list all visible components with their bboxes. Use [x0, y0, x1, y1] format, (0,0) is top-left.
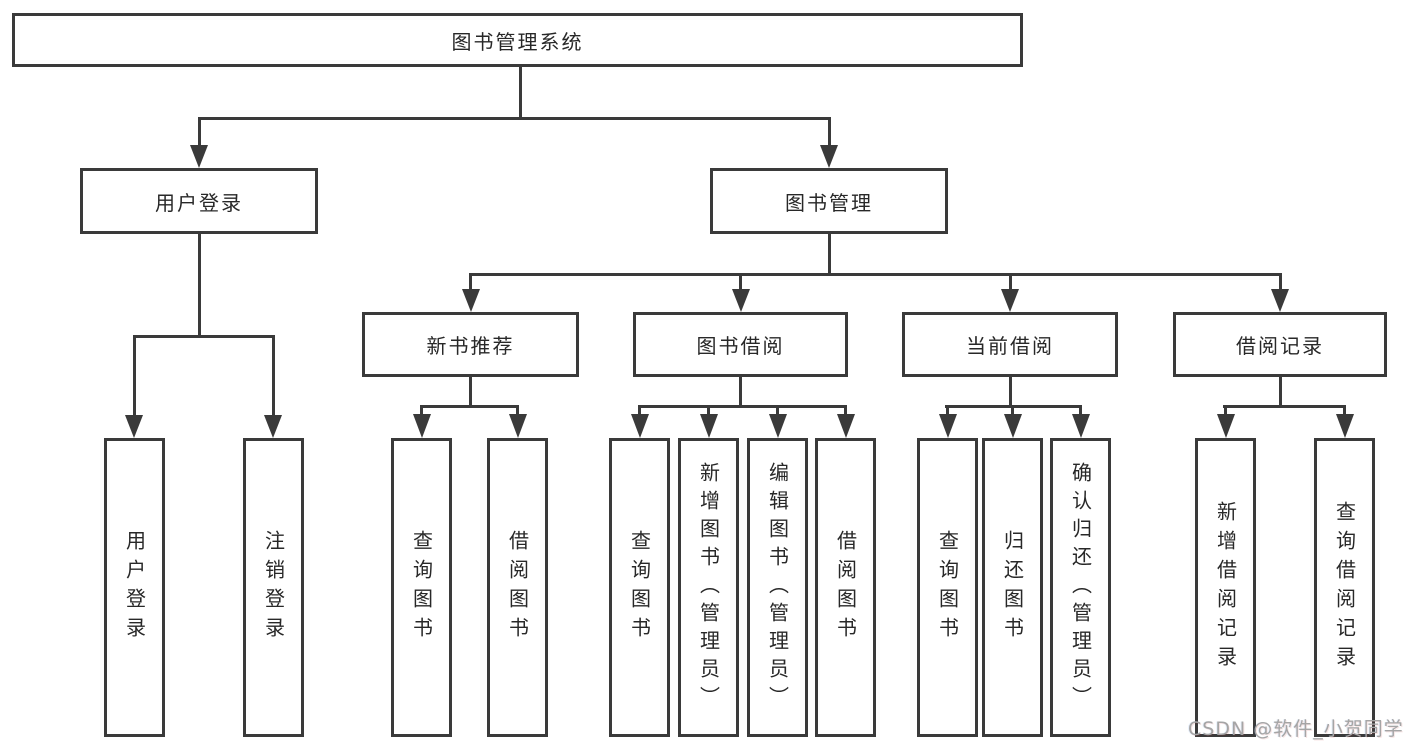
leaf-label: 注销登录 — [261, 529, 286, 646]
connector-book-borrow-down — [739, 377, 742, 406]
connector-leaf-stem — [1079, 405, 1082, 415]
connector-module-stem — [739, 273, 742, 291]
leaf-label: 借阅图书 — [833, 529, 858, 646]
connector-leaf-stem — [1224, 405, 1227, 415]
node-user-login: 用户登录 — [80, 168, 318, 234]
connector-leaf-stem — [516, 405, 519, 415]
connector-user-login-stem — [198, 117, 201, 149]
connector-root-bar — [198, 117, 831, 120]
watermark: CSDN @软件_小贺同学 — [1188, 718, 1404, 740]
node-book-management-label: 图书管理 — [785, 190, 873, 215]
arrowhead — [462, 289, 480, 312]
arrowhead — [413, 414, 431, 438]
connector-leaf-stem — [946, 405, 949, 415]
arrowhead — [1004, 414, 1022, 438]
connector-user-login-down — [198, 234, 201, 335]
arrowhead — [1336, 414, 1354, 438]
connector-leaf-stem — [420, 405, 423, 415]
node-book-borrow: 图书借阅 — [633, 312, 848, 377]
arrowhead — [125, 415, 143, 438]
arrowhead — [732, 289, 750, 312]
node-borrow-records-label: 借阅记录 — [1236, 334, 1324, 358]
leaf-label: 归还图书 — [1000, 529, 1025, 646]
leaf-current-query-book: 查询图书 — [917, 438, 978, 737]
connector-user-login-bar — [133, 335, 275, 338]
leaf-label: 用户登录 — [122, 529, 147, 646]
connector-current-borrow-down — [1009, 377, 1012, 406]
leaf-label: 查询借阅记录 — [1332, 500, 1357, 675]
node-new-book-recommend-label: 新书推荐 — [426, 334, 515, 358]
leaf-label: 新增图书（管理员） — [696, 461, 721, 714]
arrowhead — [837, 414, 855, 438]
connector-module-stem — [1009, 273, 1012, 291]
connector-borrow-records-down — [1279, 377, 1282, 406]
node-new-book-recommend: 新书推荐 — [362, 312, 579, 377]
node-borrow-records: 借阅记录 — [1173, 312, 1387, 377]
connector-module-stem — [1279, 273, 1282, 291]
leaf-label: 编辑图书（管理员） — [765, 461, 790, 714]
arrowhead — [1072, 414, 1090, 438]
connector-leaf-stem — [272, 335, 275, 419]
connector-leaf-stem — [1343, 405, 1346, 415]
arrowhead — [769, 414, 787, 438]
connector-root-stem — [519, 65, 522, 117]
connector-leaf-stem — [638, 405, 641, 415]
leaf-label: 借阅图书 — [505, 529, 530, 646]
connector-leaf-stem — [844, 405, 847, 415]
connector-leaf-stem — [1011, 405, 1014, 415]
leaf-label: 查询图书 — [409, 529, 434, 646]
leaf-recommend-query-book: 查询图书 — [391, 438, 452, 737]
leaf-edit-book-admin: 编辑图书（管理员） — [747, 438, 808, 737]
leaf-confirm-return-admin: 确认归还（管理员） — [1050, 438, 1111, 737]
node-root-label: 图书管理系统 — [451, 29, 584, 54]
leaf-label: 新增借阅记录 — [1213, 500, 1238, 675]
leaf-recommend-borrow-book: 借阅图书 — [487, 438, 548, 737]
connector-leaf-stem — [707, 405, 710, 415]
leaf-user-login: 用户登录 — [104, 438, 165, 737]
arrowhead — [700, 414, 718, 438]
arrowhead — [1217, 414, 1235, 438]
leaf-borrow-query-book: 查询图书 — [609, 438, 670, 737]
arrowhead — [509, 414, 527, 438]
leaf-query-borrow-record: 查询借阅记录 — [1314, 438, 1375, 737]
leaf-logout: 注销登录 — [243, 438, 304, 737]
arrowhead — [631, 414, 649, 438]
leaf-label: 确认归还（管理员） — [1068, 461, 1093, 714]
leaf-borrow-book: 借阅图书 — [815, 438, 876, 737]
arrowhead — [264, 415, 282, 438]
node-current-borrow-label: 当前借阅 — [966, 334, 1054, 358]
node-root: 图书管理系统 — [12, 13, 1023, 67]
leaf-label: 查询图书 — [935, 529, 960, 646]
connector-book-management-bar — [469, 273, 1281, 276]
arrowhead — [939, 414, 957, 438]
node-user-login-label: 用户登录 — [155, 190, 243, 215]
leaf-return-book: 归还图书 — [982, 438, 1043, 737]
leaf-label: 查询图书 — [627, 529, 652, 646]
connector-recommend-bar — [420, 405, 518, 408]
arrowhead — [1271, 289, 1289, 312]
node-book-borrow-label: 图书借阅 — [696, 334, 785, 358]
connector-book-management-down — [828, 234, 831, 273]
connector-module-stem — [469, 273, 472, 291]
arrowhead — [1001, 289, 1019, 312]
node-book-management: 图书管理 — [710, 168, 948, 234]
arrowhead — [820, 145, 838, 168]
connector-recommend-down — [469, 377, 472, 406]
connector-borrow-records-bar — [1223, 405, 1345, 408]
connector-book-management-stem — [828, 117, 831, 149]
arrowhead — [190, 145, 208, 168]
connector-leaf-stem — [776, 405, 779, 415]
node-current-borrow: 当前借阅 — [902, 312, 1118, 377]
connector-book-borrow-bar — [638, 405, 847, 408]
leaf-add-book-admin: 新增图书（管理员） — [678, 438, 739, 737]
connector-leaf-stem — [133, 335, 136, 419]
leaf-add-borrow-record: 新增借阅记录 — [1195, 438, 1256, 737]
